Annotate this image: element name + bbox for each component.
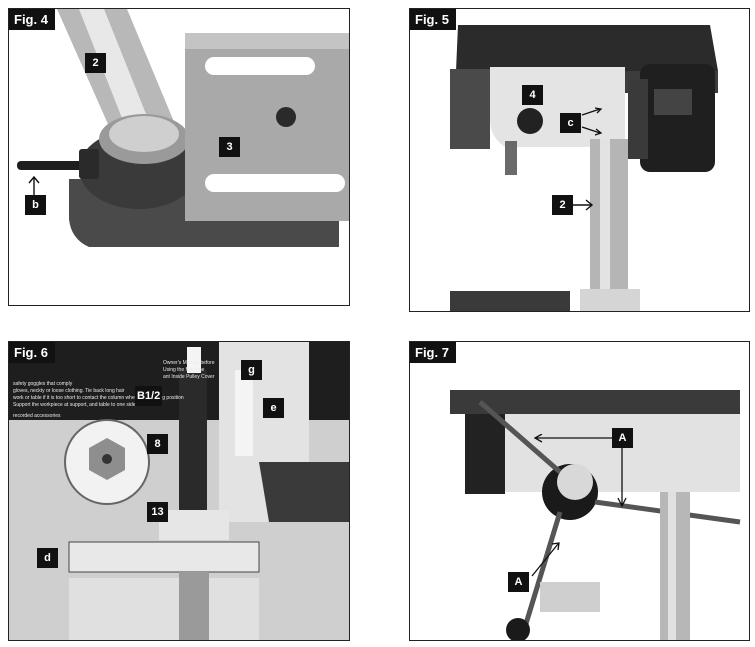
warning-line: ant Inside Pulley Cover [163,374,215,380]
figure-5-panel: Fig. 5 4 c 2 [409,8,750,312]
figure-7-panel: Fig. 7 A A [409,341,750,641]
callout-2-fig5: 2 [552,195,573,215]
warning-line: recorded accessories [13,413,61,419]
warning-line: safety goggles that comply [13,381,73,387]
figure-5-label: Fig. 5 [410,9,456,30]
figure-5-photo [410,9,749,311]
callout-8: 8 [147,434,168,454]
figure-6-panel: Owner's Manual before Using the Machine … [8,341,350,641]
warning-line: work or table if it is too short to cont… [13,395,184,401]
arrow-a-bottom-icon [531,542,560,577]
callout-3: 3 [219,137,240,157]
figure-6-photo [9,342,349,640]
callout-13: 13 [147,502,168,522]
callout-c: c [560,113,581,133]
figure-6-label: Fig. 6 [9,342,55,363]
callout-g: g [241,360,262,380]
figure-4-label: Fig. 4 [9,9,55,30]
callout-e: e [263,398,284,418]
panel-warning-text: Owner's Manual before Using the Machine … [13,360,223,420]
callout-2: 2 [85,53,106,73]
figure-7-label: Fig. 7 [410,342,456,363]
arrow-2-icon [572,199,594,211]
figure-4-photo [9,9,349,305]
arrow-b-icon [28,175,40,195]
warning-line: Owner's Manual before Using the Machine [163,360,215,373]
warning-line: gloves, neckty or loose clothing. Tie ba… [13,388,125,394]
figure-7-photo [410,342,749,640]
figure-4-panel: Fig. 4 2 3 b [8,8,350,306]
warning-line: Support the workpiece at support, and ta… [13,402,136,408]
callout-a-bottom: A [508,572,529,592]
callout-4: 4 [522,85,543,105]
callout-d: d [37,548,58,568]
callout-b: b [25,195,46,215]
callout-b1-2: B1/2 [135,386,163,406]
arrow-a-icon [533,434,627,508]
callout-a-top: A [612,428,633,448]
arrow-c-icon [581,107,603,136]
